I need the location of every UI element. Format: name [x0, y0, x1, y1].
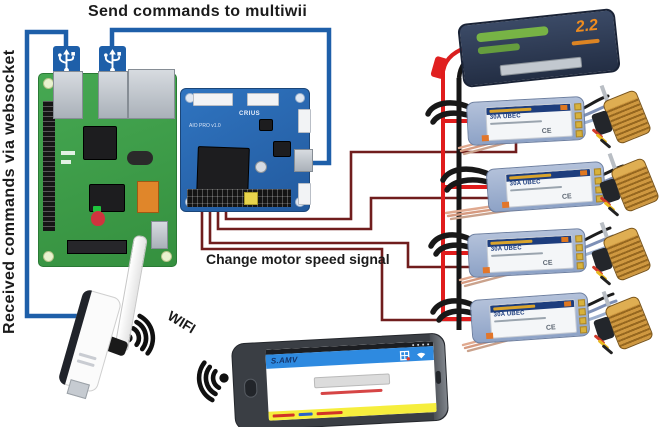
brand-text-blur	[476, 25, 549, 43]
side-connector	[298, 109, 311, 133]
ethernet-port	[128, 69, 175, 119]
change-motor-speed-label: Change motor speed signal	[206, 251, 390, 267]
app-footer-bar	[268, 402, 437, 421]
regulatory-mark	[61, 160, 71, 164]
signal-wire-esc1	[224, 139, 518, 221]
regulatory-mark	[61, 151, 75, 155]
esc-sticker: 30A UBEC CE	[504, 167, 594, 208]
jumper	[244, 192, 258, 205]
brushless-motor-2	[598, 152, 660, 217]
mounting-hole	[295, 93, 305, 103]
esc-3: 30A UBEC CE	[466, 227, 588, 279]
leaf-decoration	[93, 206, 101, 212]
fc-brand-text: CRIUS	[239, 111, 261, 117]
wifi-waves-icon	[196, 360, 229, 403]
battery-capacity-text: 2.2	[574, 16, 599, 36]
grid-icon	[399, 350, 410, 361]
brushless-motor-4	[592, 290, 657, 355]
battery-label-strip	[499, 56, 583, 77]
esc-sticker: 30A UBEC CE	[486, 234, 574, 274]
sensor-chip	[259, 119, 273, 131]
raspberry-logo	[91, 211, 105, 226]
soc-chip	[83, 126, 117, 160]
gpio-header	[43, 101, 55, 231]
display-connector	[151, 221, 168, 249]
home-button	[243, 378, 258, 399]
esc-4: 30A UBEC CE	[469, 291, 591, 345]
phone-screen: S.AMV	[265, 341, 437, 421]
audio-jack	[127, 151, 153, 165]
app-logo: S.AMV	[270, 355, 298, 366]
earpiece	[435, 370, 442, 384]
esc-orange-tab	[482, 266, 490, 274]
servo-connector	[193, 93, 233, 106]
fc-model-text: AIO PRO v1.0	[189, 123, 221, 129]
solder-pads	[577, 299, 588, 335]
sensor-chip	[273, 141, 291, 157]
battery-connector	[430, 56, 448, 79]
mounting-hole	[43, 251, 54, 262]
dongle-text-blur	[76, 359, 95, 368]
usb-plug-icon	[53, 46, 80, 75]
esc-sticker: 30A UBEC CE	[488, 298, 578, 339]
esc-orange-tab	[501, 201, 510, 209]
usb-trident-glyph	[104, 49, 121, 73]
raspberry-pi-board	[38, 69, 177, 267]
app-header-bar: S.AMV	[265, 346, 434, 369]
esc-orange-tab	[481, 134, 489, 142]
send-commands-label: Send commands to multiwii	[88, 3, 308, 20]
ce-mark: CE	[542, 259, 553, 268]
ce-mark: CE	[561, 193, 572, 201]
usb-plug-icon	[99, 46, 126, 75]
hdmi-port	[137, 181, 159, 213]
wifi-icon	[417, 352, 426, 358]
app-status-text-blur	[320, 388, 383, 396]
mounting-hole	[161, 251, 172, 262]
websocket-line	[24, 29, 82, 319]
esc-orange-tab	[485, 332, 494, 340]
motor-body	[601, 225, 653, 283]
received-commands-label: Received commands via websocket	[1, 49, 18, 334]
brushless-motor-3	[590, 221, 655, 286]
ce-mark: CE	[545, 324, 556, 332]
micro-usb-port	[294, 149, 313, 172]
side-connector	[298, 183, 311, 205]
esc-sticker: 30A UBEC CE	[485, 102, 573, 142]
smartphone: S.AMV	[230, 332, 450, 427]
multiwii-usb-line	[109, 27, 332, 166]
output-pin-header	[187, 189, 291, 207]
solder-pads	[574, 103, 583, 139]
dongle-text-blur	[78, 352, 97, 361]
brushless-motor-1	[590, 84, 655, 149]
app-button-blur	[313, 373, 391, 389]
battery-subtext-blur	[571, 38, 600, 46]
camera-connector	[67, 240, 127, 254]
servo-connector	[247, 93, 279, 106]
esc-1: 30A UBEC CE	[465, 95, 587, 147]
motor-body	[603, 294, 655, 352]
ce-mark: CE	[541, 127, 552, 136]
brand-text-blur	[477, 43, 521, 55]
usb-port	[53, 71, 83, 119]
usb-port	[98, 71, 128, 119]
buzzer	[255, 161, 267, 173]
motor-body	[601, 88, 653, 146]
solder-pads	[575, 235, 584, 271]
esc-2: 30A UBEC CE	[485, 160, 607, 214]
flight-controller-board: CRIUS AIO PRO v1.0	[180, 88, 313, 212]
motor-body	[609, 156, 660, 214]
